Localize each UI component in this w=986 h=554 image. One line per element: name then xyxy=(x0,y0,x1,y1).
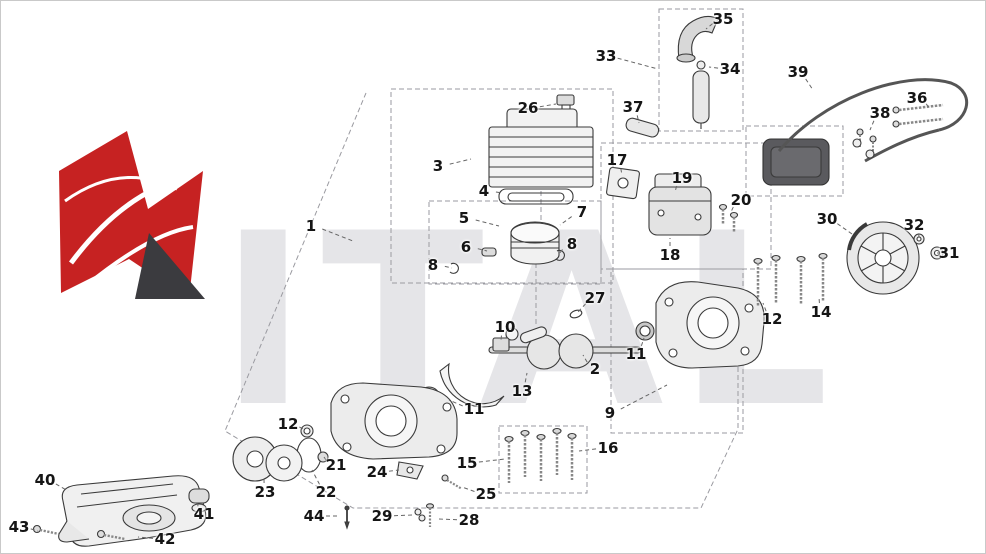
part-callout-2: 2 xyxy=(589,360,601,378)
part-callout-12: 12 xyxy=(761,310,783,328)
part-callout-38: 38 xyxy=(869,104,891,122)
part-callout-33: 33 xyxy=(595,47,617,65)
part-callout-32: 32 xyxy=(903,216,925,234)
part-callout-36: 36 xyxy=(906,89,928,107)
part-callout-18: 18 xyxy=(659,246,681,264)
part-callout-14: 14 xyxy=(810,303,832,321)
part-callout-28: 28 xyxy=(458,511,480,529)
part-callout-6: 6 xyxy=(460,238,472,256)
part-callout-3: 3 xyxy=(432,157,444,175)
part-callout-39: 39 xyxy=(787,63,809,81)
part-callout-27: 27 xyxy=(584,289,606,307)
part-callout-42: 42 xyxy=(154,530,176,548)
part-callout-11: 11 xyxy=(463,400,485,418)
part-callout-23: 23 xyxy=(254,483,276,501)
part-callout-35: 35 xyxy=(712,10,734,28)
part-callout-20: 20 xyxy=(730,191,752,209)
part-callout-8: 8 xyxy=(566,235,578,253)
part-callout-44: 44 xyxy=(303,507,325,525)
part-callout-26: 26 xyxy=(517,99,539,117)
part-callout-15: 15 xyxy=(456,454,478,472)
part-callout-40: 40 xyxy=(34,471,56,489)
part-callout-21: 21 xyxy=(325,456,347,474)
part-callout-7: 7 xyxy=(576,203,588,221)
part-callout-12: 12 xyxy=(277,415,299,433)
part-callout-1: 1 xyxy=(305,217,317,235)
part-callout-11: 11 xyxy=(625,345,647,363)
part-callout-34: 34 xyxy=(719,60,741,78)
part-callout-13: 13 xyxy=(511,382,533,400)
part-callout-24: 24 xyxy=(366,463,388,481)
part-callout-37: 37 xyxy=(622,98,644,116)
part-callout-19: 19 xyxy=(671,169,693,187)
part-callout-29: 29 xyxy=(371,507,393,525)
part-callout-31: 31 xyxy=(938,244,960,262)
part-callout-16: 16 xyxy=(597,439,619,457)
part-callout-30: 30 xyxy=(816,210,838,228)
part-callout-22: 22 xyxy=(315,483,337,501)
part-callout-43: 43 xyxy=(8,518,30,536)
part-callout-41: 41 xyxy=(193,505,215,523)
part-callout-5: 5 xyxy=(458,209,470,227)
part-callout-25: 25 xyxy=(475,485,497,503)
part-callout-4: 4 xyxy=(478,182,490,200)
part-callout-10: 10 xyxy=(494,318,516,336)
part-callout-9: 9 xyxy=(604,404,616,422)
part-callout-8: 8 xyxy=(427,256,439,274)
part-callout-17: 17 xyxy=(606,151,628,169)
